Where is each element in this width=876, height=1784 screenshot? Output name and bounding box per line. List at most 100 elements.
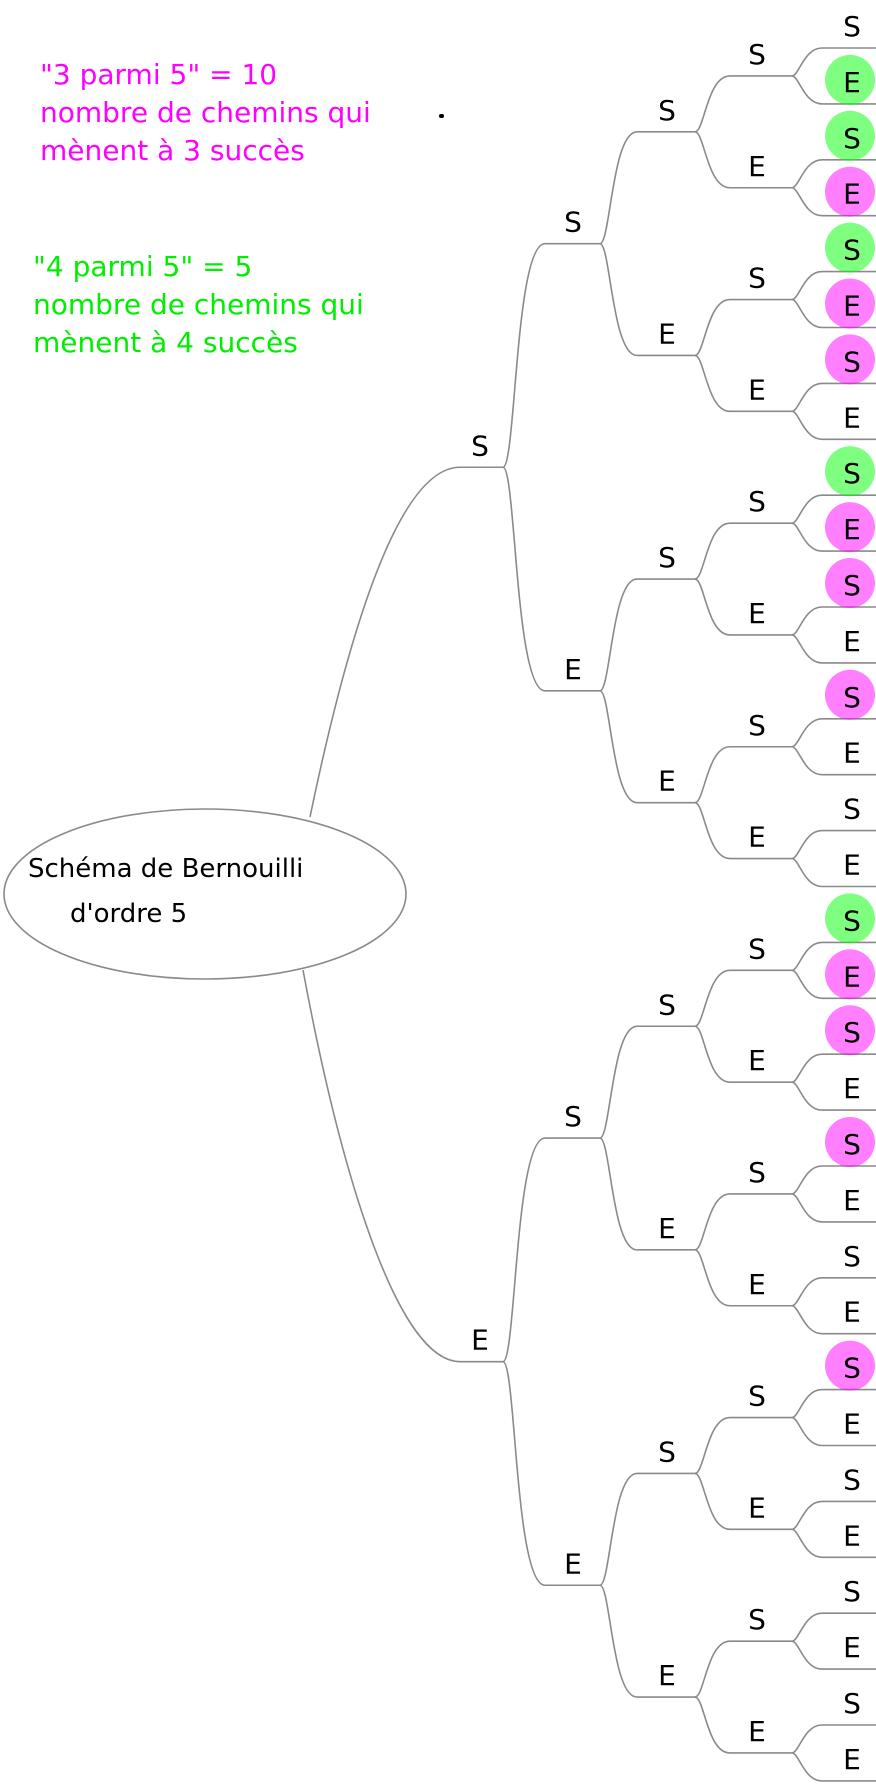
highlight-circle-magenta — [825, 1117, 875, 1167]
leaf-label: S — [843, 10, 861, 43]
node-label: E — [658, 1659, 676, 1692]
tree-edges — [302, 47, 876, 1782]
branch-edge — [309, 466, 503, 818]
leaf-edge — [791, 1193, 876, 1223]
leaf-edge — [791, 159, 876, 189]
branch-edge — [599, 1025, 695, 1139]
branch-edge — [694, 1696, 792, 1754]
leaf-label: S — [843, 1463, 861, 1496]
leaf-edge — [791, 298, 876, 329]
leaf-label: E — [843, 1072, 861, 1105]
node-label: E — [564, 1547, 582, 1580]
node-label: S — [658, 94, 676, 127]
branch-edge — [694, 969, 792, 1028]
leaf-label: E — [843, 1519, 861, 1552]
node-label: E — [748, 1715, 766, 1748]
node-label: E — [748, 1044, 766, 1077]
leaf-edge — [791, 1724, 876, 1754]
root-title-line2: d'ordre 5 — [70, 899, 187, 929]
leaf-label: S — [843, 1240, 861, 1273]
leaf-edge — [791, 718, 876, 748]
leaf-label: S — [843, 1128, 861, 1161]
leaf-label: E — [843, 178, 861, 211]
branch-edge — [599, 1472, 695, 1587]
branch-edge — [694, 1416, 792, 1475]
branch-edge — [694, 1472, 792, 1531]
leaf-edge — [791, 522, 876, 552]
branch-edge — [694, 522, 792, 580]
node-label: S — [564, 1100, 582, 1133]
node-label: E — [564, 653, 582, 686]
leaf-edge — [791, 969, 876, 1000]
leaf-label: E — [843, 960, 861, 993]
leaf-edge — [791, 829, 876, 860]
node-label: S — [748, 1603, 766, 1636]
leaf-label: E — [843, 290, 861, 323]
leaf-label: E — [843, 1743, 861, 1776]
node-label: E — [748, 373, 766, 406]
note-line: mènent à 3 succès — [40, 134, 305, 167]
node-label: S — [658, 1435, 676, 1468]
branch-edge — [694, 131, 792, 189]
node-label: E — [471, 1324, 489, 1357]
leaf-edge — [791, 1752, 876, 1782]
branch-edge — [694, 1025, 792, 1083]
node-label: E — [748, 150, 766, 183]
leaf-label: E — [843, 737, 861, 770]
leaf-edge — [791, 1500, 876, 1531]
leaf-label: S — [843, 1575, 861, 1608]
leaf-label: S — [843, 345, 861, 378]
leaf-edge — [791, 75, 876, 105]
branch-edge — [694, 801, 792, 860]
leaf-edge — [791, 941, 876, 972]
leaf-label: E — [843, 625, 861, 658]
highlight-circle-magenta — [825, 949, 875, 1000]
leaf-edge — [791, 1640, 876, 1670]
tree-labels: SESESESESESESESESESESESESESESESESESESESE… — [471, 10, 861, 1776]
leaf-label: S — [843, 234, 861, 267]
leaf-label: E — [843, 849, 861, 882]
highlight-circle-green — [825, 893, 875, 944]
leaf-edge — [791, 1277, 876, 1307]
leaf-edge — [791, 186, 876, 217]
leaf-label: E — [843, 66, 861, 99]
leaf-edge — [791, 745, 876, 776]
leaf-label: S — [843, 122, 861, 155]
branch-edge — [599, 578, 695, 692]
highlight-circle-magenta — [825, 669, 875, 720]
highlight-circle-magenta — [825, 558, 875, 608]
branch-edge — [502, 242, 600, 469]
branch-edge — [502, 1360, 600, 1587]
highlight-circle-magenta — [825, 278, 875, 329]
branch-edge — [694, 354, 792, 413]
leaf-edge — [791, 1304, 876, 1335]
node-label: S — [471, 429, 489, 462]
leaf-label: E — [843, 1631, 861, 1664]
leaf-label: S — [843, 569, 861, 602]
leaf-label: S — [843, 1352, 861, 1385]
leaf-edge — [791, 606, 876, 636]
branch-edge — [694, 75, 792, 133]
branch-edge — [694, 1640, 792, 1698]
leaf-highlights — [825, 54, 875, 1391]
note-four-successes: "4 parmi 5" = 5 nombre de chemins qui mè… — [33, 248, 364, 362]
highlight-circle-green — [825, 446, 875, 497]
node-label: E — [748, 1491, 766, 1524]
note-three-successes: "3 parmi 5" = 10 nombre de chemins qui m… — [40, 56, 371, 170]
branch-edge — [599, 1137, 695, 1251]
leaf-edge — [791, 410, 876, 441]
highlight-circle-magenta — [825, 1005, 875, 1056]
branch-edge — [502, 1137, 600, 1363]
node-label: S — [658, 988, 676, 1021]
leaf-edge — [791, 1388, 876, 1419]
branch-edge — [694, 578, 792, 636]
note-line: "4 parmi 5" = 5 — [33, 250, 253, 283]
leaf-edge — [791, 47, 876, 77]
branch-edge — [694, 1193, 792, 1251]
node-label: S — [748, 1156, 766, 1189]
leaf-label: E — [843, 1296, 861, 1329]
leaf-label: E — [843, 401, 861, 434]
branch-edge — [694, 298, 792, 357]
node-label: S — [748, 709, 766, 742]
